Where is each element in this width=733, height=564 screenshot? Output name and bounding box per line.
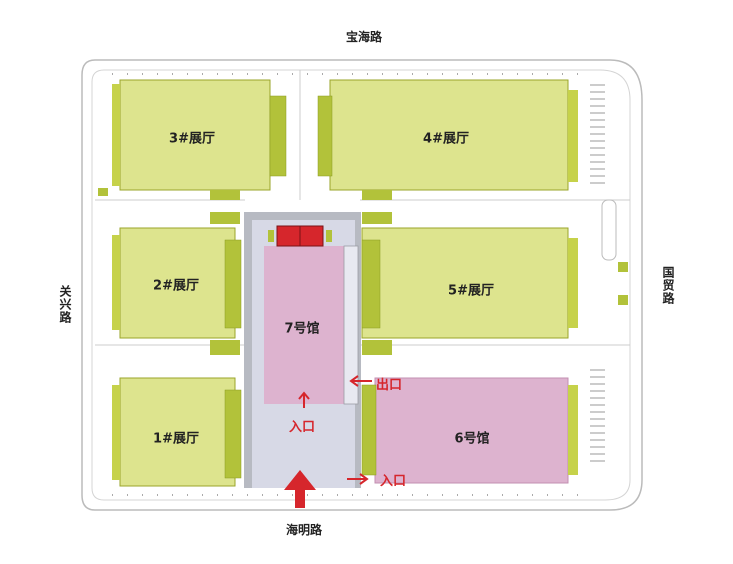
- hall-3-annex: [112, 84, 120, 186]
- inner-road: [91, 69, 631, 501]
- road-label-east: 国贸路: [661, 266, 675, 305]
- hall-4-annex: [317, 95, 333, 177]
- connector: [210, 340, 240, 355]
- hall-4-annex: [362, 190, 392, 200]
- center-entrance-label: 入口: [289, 420, 316, 435]
- hall-6-annex: [361, 384, 377, 476]
- hall-4: [329, 79, 569, 191]
- hall-label-2: 2#展厅: [153, 278, 199, 294]
- east-gate-island: [601, 199, 617, 261]
- hall-5: [361, 227, 569, 339]
- hall-3-annex: [210, 190, 240, 200]
- hall-label-1: 1#展厅: [153, 431, 199, 447]
- south-entrance-label: 入口: [380, 474, 407, 489]
- hall-2: [119, 227, 236, 339]
- stage-marker: [268, 230, 274, 242]
- connector: [210, 212, 240, 224]
- hall-1-annex: [224, 389, 242, 479]
- hall-1-annex: [112, 385, 120, 480]
- hall-label-3: 3#展厅: [169, 131, 215, 147]
- hall-2-annex: [224, 239, 242, 329]
- site-boundary: [81, 59, 643, 511]
- main-entrance-arrow: [284, 470, 316, 508]
- hall-1: [119, 377, 236, 487]
- connector: [362, 340, 392, 355]
- road-label-south: 海明路: [286, 523, 323, 537]
- hall-7: [264, 246, 344, 404]
- exit-arrow: [349, 375, 372, 387]
- center-entrance-arrow: [298, 391, 310, 408]
- south-entrance-arrow: [347, 473, 369, 485]
- east-marker: [618, 262, 628, 272]
- road-label-north: 宝海路: [346, 30, 383, 44]
- hall-5-annex: [568, 238, 578, 328]
- east-marker: [618, 295, 628, 305]
- hall-4-annex: [568, 90, 578, 182]
- hall-5-annex: [361, 239, 381, 329]
- hall-label-5: 5#展厅: [448, 283, 494, 299]
- parking-stripes-east: [590, 84, 605, 462]
- hall-label-7: 7号馆: [284, 321, 320, 337]
- connector: [362, 212, 392, 224]
- hall-label-4: 4#展厅: [423, 131, 469, 147]
- connector: [98, 188, 108, 196]
- stage-marker: [326, 230, 332, 242]
- hall-3: [119, 79, 271, 191]
- hall-6: [374, 377, 569, 484]
- road-label-west: 关兴路: [58, 285, 72, 324]
- hall-2-annex: [112, 235, 120, 330]
- hall-6-annex: [568, 385, 578, 475]
- exit-label: 出口: [376, 378, 403, 393]
- hall-7-corridor: [343, 245, 359, 405]
- hall-label-6: 6号馆: [454, 431, 490, 447]
- hall-3-annex: [269, 95, 287, 177]
